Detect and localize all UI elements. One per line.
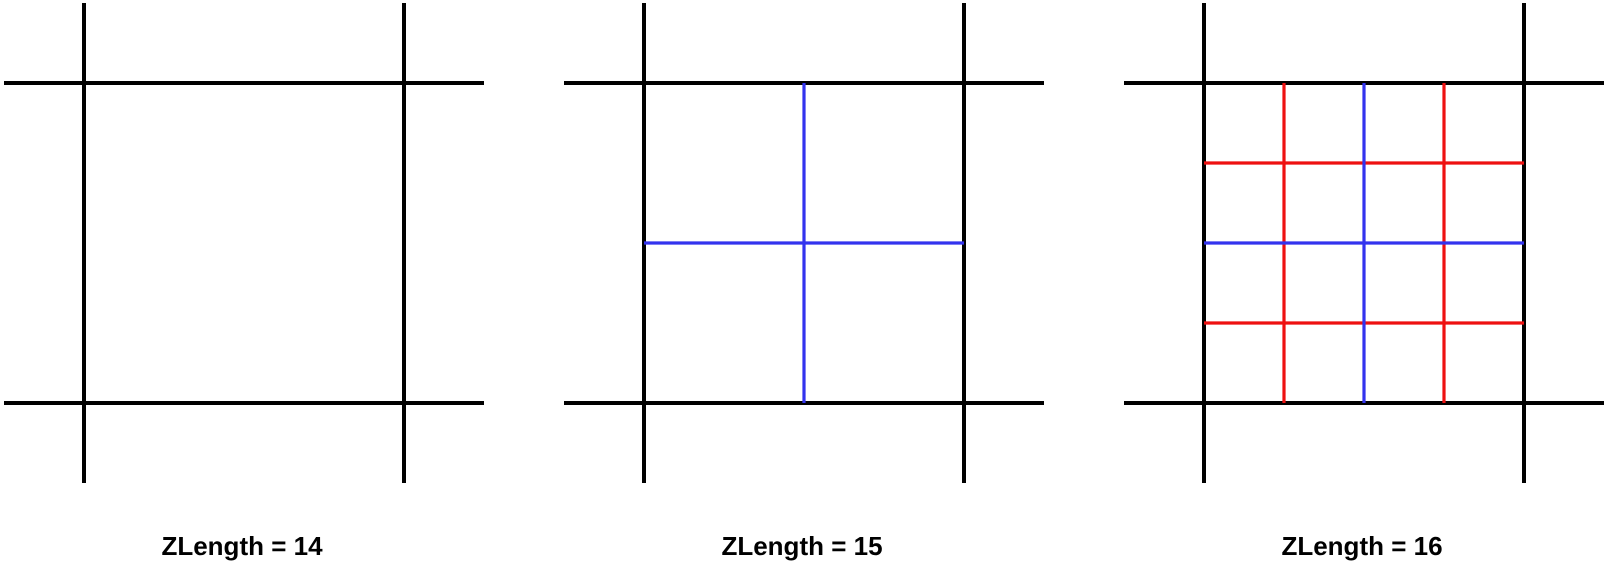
- panel-caption: ZLength = 16: [1281, 531, 1442, 561]
- panel-grid-lines: [4, 3, 484, 483]
- panel-zlength-14: ZLength = 14: [4, 3, 484, 561]
- panel-zlength-16: ZLength = 16: [1124, 3, 1604, 561]
- panel-caption: ZLength = 15: [721, 531, 882, 561]
- panel-caption: ZLength = 14: [161, 531, 323, 561]
- panel-grid-lines: [564, 3, 1044, 483]
- panel-grid-lines: [1124, 3, 1604, 483]
- panel-zlength-15: ZLength = 15: [564, 3, 1044, 561]
